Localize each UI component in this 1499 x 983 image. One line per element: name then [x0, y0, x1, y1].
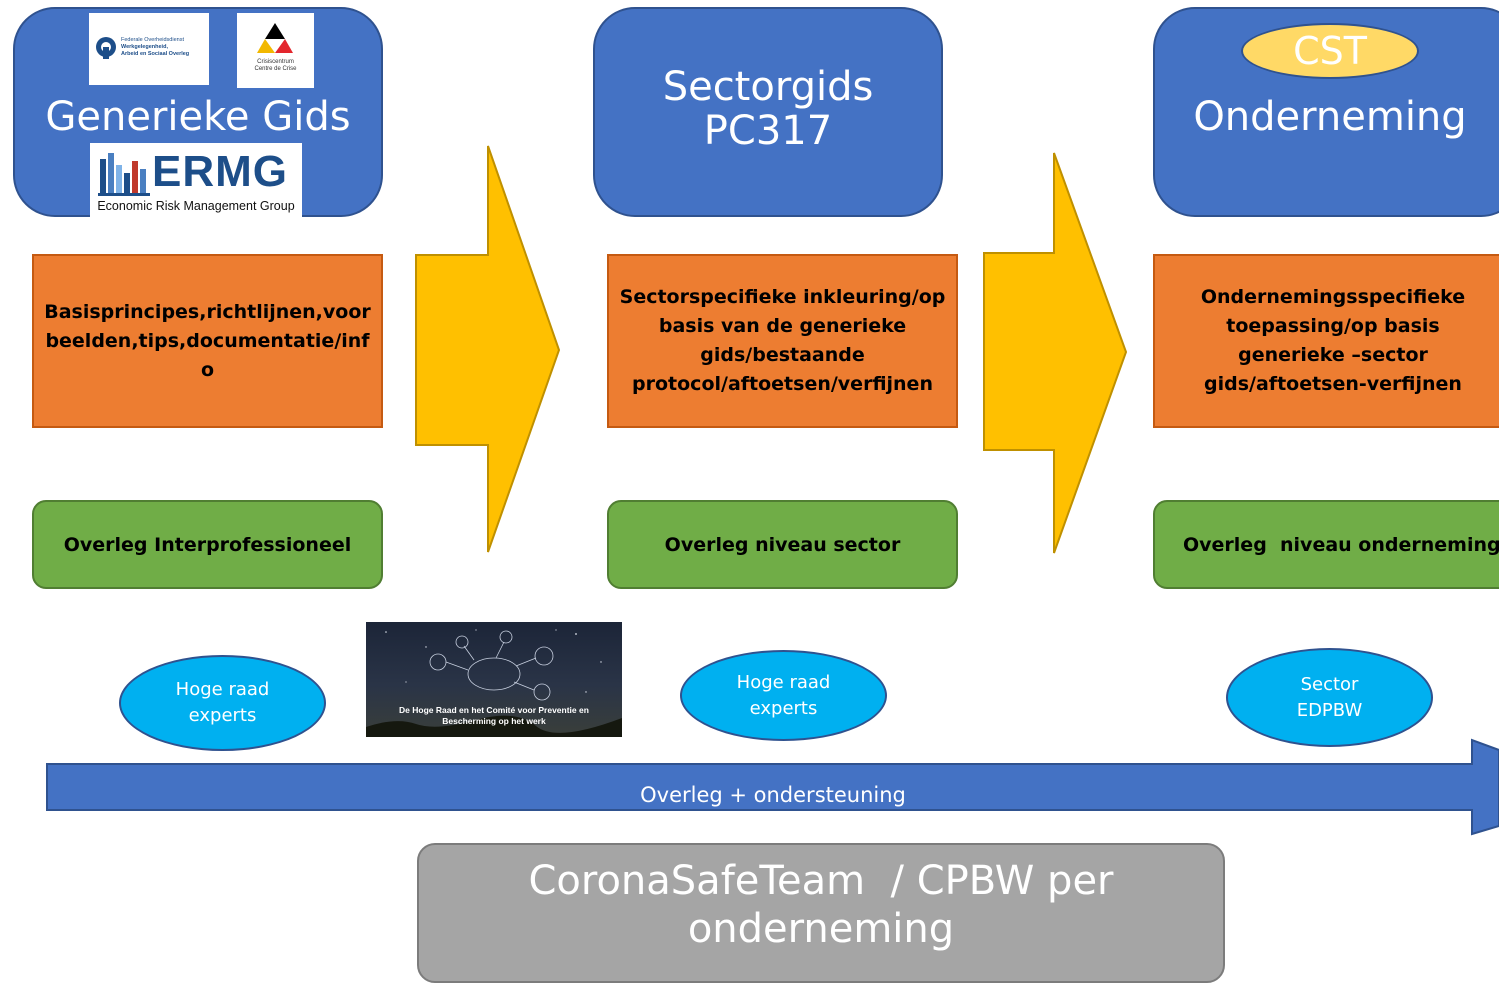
ermg-bars-icon [98, 153, 150, 196]
sector-edpbw-line-1: Sector [1300, 673, 1359, 695]
crisis-logo-line-1: Crisiscentrum [257, 59, 294, 65]
mindmap-icon [366, 629, 622, 737]
crisiscentrum-logo: Crisiscentrum Centre de Crise [237, 13, 314, 88]
ermg-name: ERMG [152, 147, 288, 196]
prezi-caption-line-2: Bescherming op het werk [442, 716, 546, 726]
onderneming-description-text: Ondernemingsspecifieke toepassing/op bas… [1200, 286, 1466, 395]
cst-badge: CST [1241, 23, 1419, 79]
hoge-raad-2-line-1: Hoge raad [736, 671, 831, 693]
sectorgids-description: Sectorspecifieke inkleuring/op basis van… [607, 254, 958, 428]
overleg-arrow [46, 738, 1499, 836]
coronasafeteam-line-1: CoronaSafeTeam / CPBW per [528, 858, 1114, 904]
ermg-logo: ERMG Economic Risk Management Group [90, 143, 302, 217]
fod-logo-icon [96, 37, 116, 59]
sectorgids-title-line-1: Sectorgids [662, 64, 874, 110]
hoge-raad-2-line-2: experts [749, 697, 818, 719]
onderneming-title: Onderneming [1193, 94, 1467, 140]
overleg-interprofessioneel: Overleg Interprofessioneel [32, 500, 383, 589]
generieke-gids-title: Generieke Gids [45, 94, 351, 140]
onderneming-box: CST Onderneming [1153, 7, 1499, 217]
crisis-logo-line-2: Centre de Crise [254, 66, 297, 72]
generieke-gids-box: Federale Overheidsdienst Werkgelegenheid… [13, 7, 383, 217]
generieke-gids-description-text: Basisprincipes,richtlijnen,voorbeelden,t… [44, 300, 371, 381]
overleg-niveau-onderneming-label: Overleg niveau onderneming [1183, 533, 1499, 556]
overleg-niveau-sector-label: Overleg niveau sector [664, 533, 901, 556]
fod-logo-line-3: Arbeid en Sociaal Overleg [121, 51, 190, 57]
prezi-caption-line-1: De Hoge Raad en het Comité voor Preventi… [399, 705, 589, 715]
yellow-arrow-1 [415, 145, 561, 553]
coronasafeteam-box: CoronaSafeTeam / CPBW per onderneming [417, 843, 1225, 983]
sector-edpbw-line-2: EDPBW [1296, 699, 1363, 721]
overleg-niveau-onderneming: Overleg niveau onderneming [1153, 500, 1499, 589]
onderneming-description: Ondernemingsspecifieke toepassing/op bas… [1153, 254, 1499, 428]
sectorgids-title-line-2: PC317 [703, 108, 833, 154]
generieke-gids-description: Basisprincipes,richtlijnen,voorbeelden,t… [32, 254, 383, 428]
overleg-niveau-sector: Overleg niveau sector [607, 500, 958, 589]
sectorgids-description-text: Sectorspecifieke inkleuring/op basis van… [619, 286, 946, 395]
overleg-arrow-label: Overleg + ondersteuning [640, 783, 906, 807]
hoge-raad-1-line-2: experts [188, 705, 257, 726]
hoge-raad-1-line-1: Hoge raad [175, 679, 270, 700]
crisiscentrum-logo-icon [257, 23, 293, 53]
fod-logo-line-1: Federale Overheidsdienst [121, 37, 184, 43]
coronasafeteam-line-2: onderneming [687, 906, 955, 952]
prezi-thumbnail: De Hoge Raad en het Comité voor Preventi… [366, 622, 622, 737]
yellow-arrow-2 [983, 152, 1128, 554]
fod-logo-line-2: Werkgelegenheid, [121, 44, 168, 50]
overleg-interprofessioneel-label: Overleg Interprofessioneel [63, 533, 352, 556]
hoge-raad-ellipse-1: Hoge raad experts [119, 655, 326, 751]
hoge-raad-ellipse-2: Hoge raad experts [680, 650, 887, 741]
sectorgids-box: Sectorgids PC317 [593, 7, 943, 217]
cst-badge-label: CST [1293, 29, 1367, 73]
ermg-subtitle: Economic Risk Management Group [97, 199, 295, 213]
sector-edpbw-ellipse: Sector EDPBW [1226, 648, 1433, 747]
fod-logo: Federale Overheidsdienst Werkgelegenheid… [89, 13, 209, 85]
